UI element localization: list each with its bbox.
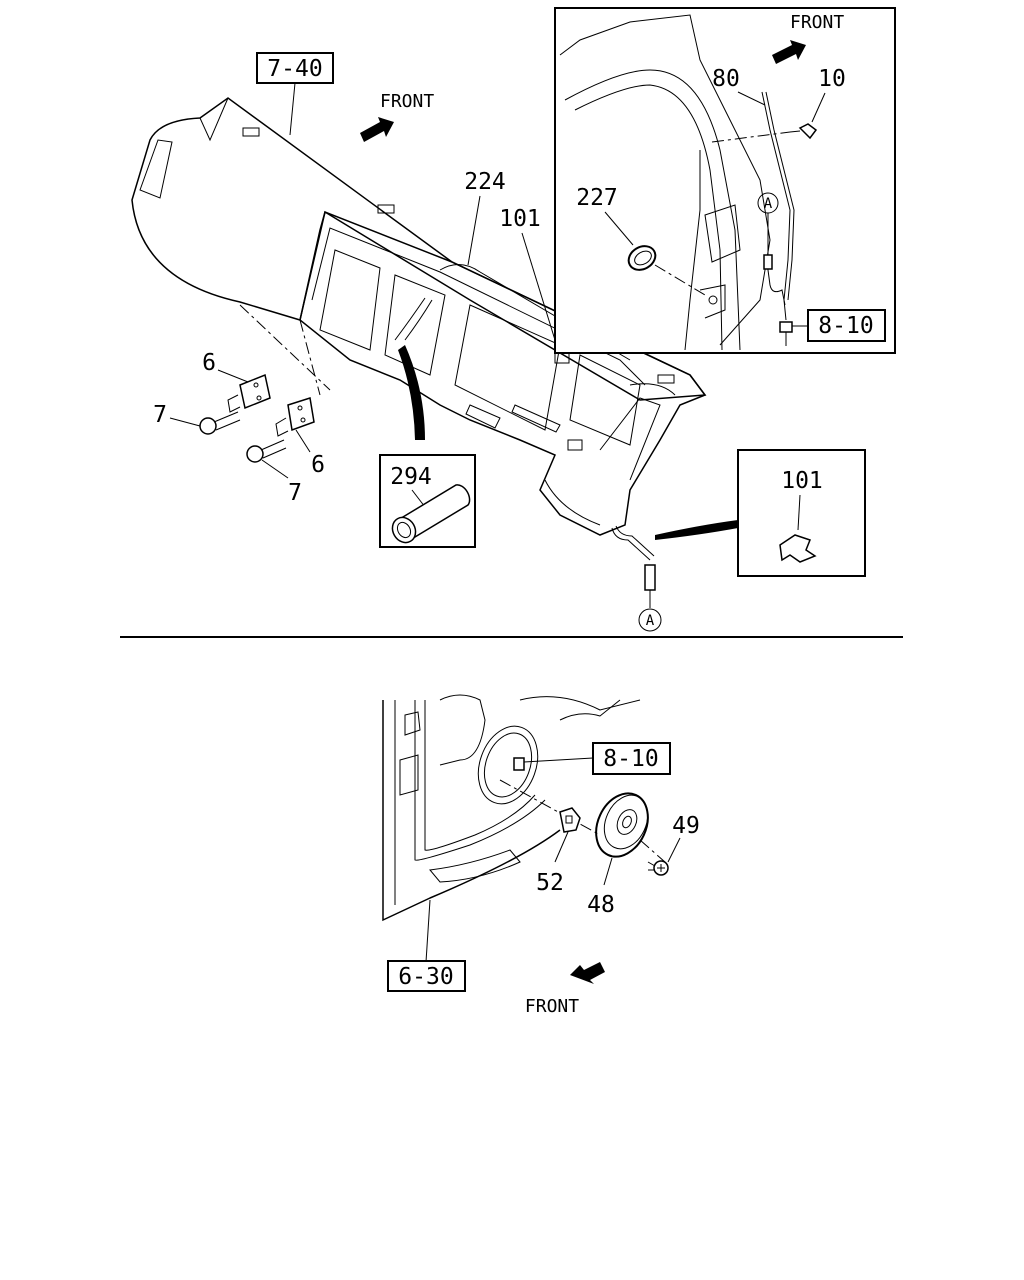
feeder-connector (779, 321, 793, 333)
leader-line (521, 232, 556, 341)
part-number-101: 101 (499, 206, 541, 232)
part-number-6-upper: 6 (202, 350, 216, 376)
ref-box-6-30[interactable]: 6-30 (387, 960, 466, 992)
leader-line (554, 831, 569, 863)
ref-label-7-40: 7-40 (267, 56, 322, 82)
ref-label-8-10-bottom: 8-10 (603, 746, 658, 772)
leader-line (654, 264, 706, 296)
ref-box-7-40[interactable]: 7-40 (256, 52, 334, 84)
part-number-224: 224 (464, 169, 506, 195)
front-label-top: FRONT (380, 91, 434, 112)
front-arrow-bottom: FRONT (525, 962, 605, 1017)
harness-wire (611, 527, 651, 561)
part-number-80: 80 (712, 66, 740, 92)
leader-line (811, 92, 826, 123)
ref-box-8-10-inset[interactable]: 8-10 (807, 309, 886, 342)
front-arrow-icon (772, 40, 806, 64)
front-arrow-icon (570, 962, 605, 984)
leader-line (711, 131, 791, 143)
front-arrow-inset: FRONT (772, 12, 844, 64)
leader-line (239, 304, 331, 391)
clip-nut-52-icon (559, 807, 581, 833)
inset-panel (554, 7, 896, 354)
part-number-101-detail: 101 (781, 468, 823, 494)
part-number-7-upper: 7 (153, 402, 167, 428)
ref-label-6-30: 6-30 (398, 964, 453, 990)
screw-49-icon (647, 860, 669, 876)
leader-line (425, 899, 431, 963)
leader-line (523, 757, 594, 763)
speaker-48-icon (595, 792, 649, 858)
leader-line (289, 82, 296, 136)
callout-pointer (398, 345, 425, 440)
bracket-6-upper (227, 373, 271, 413)
leader-line (217, 369, 249, 383)
harness-connector (644, 564, 656, 591)
leader-line (667, 837, 681, 863)
antenna-rod (765, 91, 795, 301)
part-number-49: 49 (672, 813, 700, 839)
leader-line (169, 417, 201, 427)
door-panel (382, 694, 641, 922)
part-number-227: 227 (576, 185, 618, 211)
part-number-6-lower: 6 (311, 452, 325, 478)
leader-line (299, 319, 321, 396)
bracket-6-lower (275, 397, 315, 437)
speaker-connector (513, 757, 525, 771)
leader-line (737, 91, 766, 106)
screw-10-icon (789, 123, 818, 140)
part-number-10: 10 (818, 66, 846, 92)
leader-line (295, 429, 311, 453)
callout-pointer (655, 520, 738, 540)
leader-line (467, 195, 481, 266)
harness-connector (763, 254, 773, 270)
harness-wire (615, 525, 655, 557)
leader-line (499, 779, 601, 836)
front-label-inset: FRONT (790, 12, 844, 33)
part-number-48: 48 (587, 892, 615, 918)
front-label-bottom: FRONT (525, 996, 579, 1017)
detail-box-101: 101 (737, 449, 866, 577)
leader-line (603, 857, 613, 886)
connector-label-a-inset: A (764, 196, 773, 212)
ref-box-8-10-bottom[interactable]: 8-10 (592, 742, 671, 775)
bolt-7-lower (246, 439, 287, 463)
leader-line (639, 839, 666, 863)
part-number-52: 52 (536, 870, 564, 896)
front-arrow-top: FRONT (360, 91, 434, 142)
part-number-294: 294 (390, 464, 432, 490)
detail-box-294: 294 (379, 454, 476, 548)
leader-line (797, 494, 801, 531)
connector-mark-a-main: A (638, 608, 662, 632)
leader-line (604, 211, 634, 246)
instrument-panel-assembly (131, 97, 707, 536)
front-arrow-icon (360, 117, 394, 142)
ref-label-8-10-inset: 8-10 (818, 313, 873, 339)
harness-wire (765, 254, 786, 306)
bolt-7-upper (199, 411, 241, 435)
grommet-227-icon (627, 245, 657, 271)
part-number-7-lower: 7 (288, 480, 302, 506)
leader-line (261, 459, 289, 479)
clip-101-icon (779, 534, 817, 563)
connector-label-a-main: A (646, 613, 655, 629)
